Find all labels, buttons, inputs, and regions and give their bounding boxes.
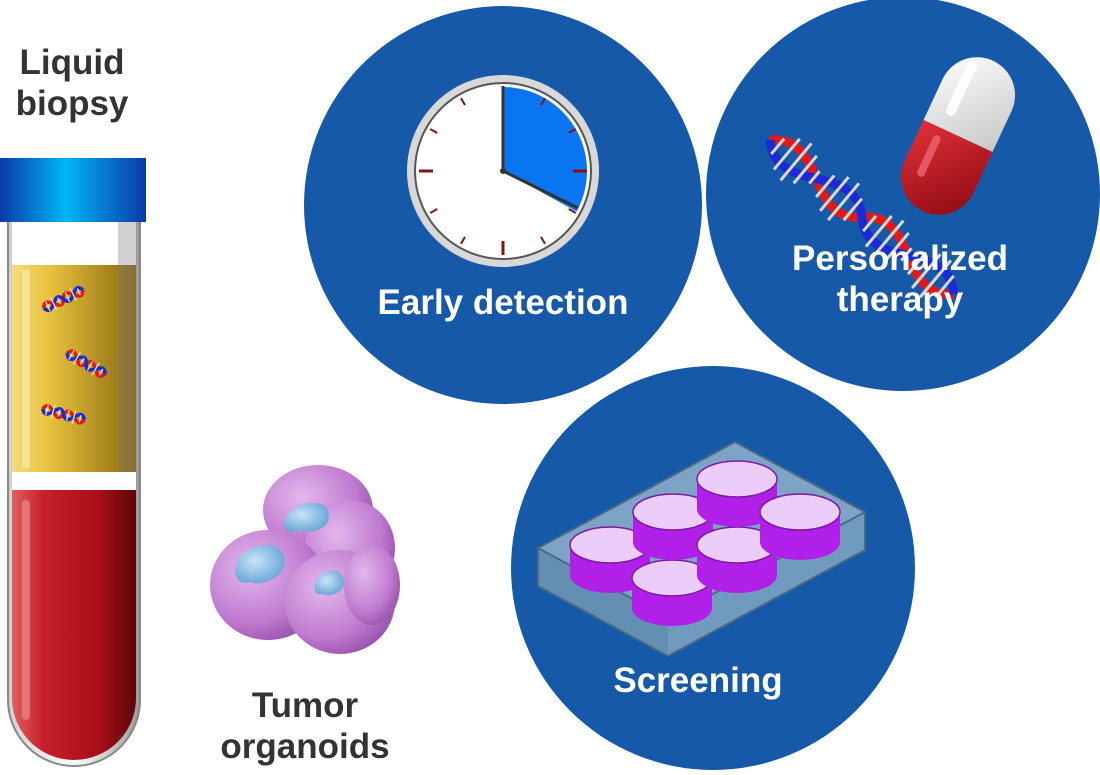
clock-icon [407,75,599,267]
personalized-therapy-circle [706,0,1100,391]
test-tube-icon [0,158,146,767]
screening-label: Screening [613,661,783,700]
clock-tick [568,208,577,214]
clock-tick [568,128,577,134]
tube-cap [0,158,146,222]
plasma-layer [12,265,136,472]
well-top [759,493,841,531]
personalized-therapy-label: Personalized therapy [792,239,1008,320]
clock-tick [460,97,466,106]
pill-capsule-icon [901,57,1015,215]
clock-tick [429,128,438,134]
well-plate-icon [535,440,868,658]
liquid-biopsy-label: Liquid biopsy [15,43,129,124]
clock-tick [540,97,546,106]
tumor-organoids-label: Tumor organoids [220,686,390,767]
early-detection-label: Early detection [377,283,629,322]
clock-tick [460,236,466,245]
organoid-icon [210,465,400,654]
blood-layer [12,490,136,760]
clock-tick [540,236,546,245]
clock-tick [429,208,438,214]
dna-icon [765,135,959,299]
well-top [696,460,778,498]
